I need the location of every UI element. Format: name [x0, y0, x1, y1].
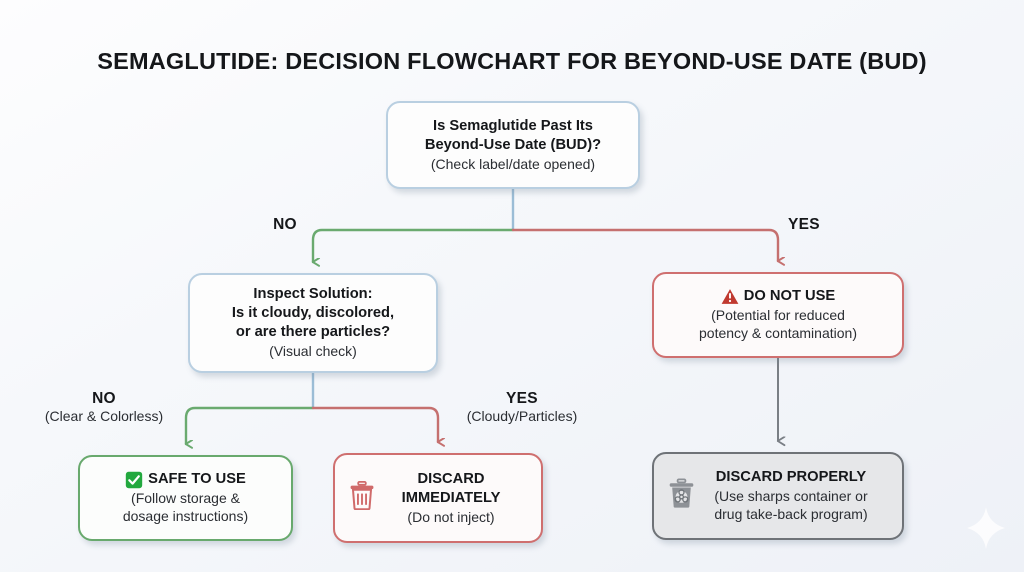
edge-label-inspect-no: NO (Clear & Colorless) [18, 390, 190, 424]
node-inspect-title-line2: Is it cloudy, discolored, [231, 305, 395, 322]
node-discard-immediately-title-line1: DISCARD [417, 470, 485, 487]
node-safe-to-use-title: SAFE TO USE [148, 471, 246, 488]
node-safe-to-use[interactable]: SAFE TO USE (Follow storage & dosage ins… [78, 455, 293, 541]
gray-biohazard-trash-icon [668, 478, 695, 514]
node-do-not-use-subtitle-line2: potency & contamination) [699, 324, 857, 341]
edge-label-bud-no-text: NO [273, 216, 297, 233]
edge-label-bud-yes-text: YES [788, 216, 820, 233]
edge-inspect-yes [311, 406, 438, 442]
node-inspect-subtitle: (Visual check) [269, 342, 357, 359]
node-bud-title: Is Semaglutide Past Its Beyond-Use Date … [425, 117, 601, 155]
node-bud-question[interactable]: Is Semaglutide Past Its Beyond-Use Date … [386, 101, 640, 189]
node-bud-title-line2: Beyond-Use Date (BUD)? [424, 136, 602, 153]
node-do-not-use-title-row: DO NOT USE [721, 287, 835, 306]
node-discard-immediately[interactable]: DISCARD IMMEDIATELY (Do not inject) [333, 453, 543, 543]
node-safe-to-use-title-row: SAFE TO USE [125, 470, 246, 489]
node-do-not-use-title: DO NOT USE [743, 288, 836, 305]
node-discard-properly-subtitle-line1: (Use sharps container or [714, 488, 868, 505]
node-do-not-use-subtitle-line1: (Potential for reduced [711, 307, 845, 324]
red-trash-can-icon [349, 480, 375, 515]
page-title: SEMAGLUTIDE: DECISION FLOWCHART FOR BEYO… [97, 48, 927, 74]
node-inspect-title-line1: Inspect Solution: [253, 286, 373, 303]
node-bud-subtitle: (Check label/date opened) [430, 155, 596, 172]
node-discard-properly-title: DISCARD PROPERLY [715, 469, 867, 486]
node-discard-properly[interactable]: DISCARD PROPERLY (Use sharps container o… [652, 452, 904, 540]
edge-label-inspect-yes-subtext: (Cloudy/Particles) [466, 408, 578, 424]
edge-label-inspect-yes-text: YES [506, 390, 538, 407]
node-discard-immediately-title: DISCARD IMMEDIATELY [402, 470, 501, 508]
edge-label-bud-yes: YES [762, 216, 846, 234]
edge-label-inspect-yes: YES (Cloudy/Particles) [438, 390, 606, 424]
edge-label-inspect-no-subtext: (Clear & Colorless) [44, 408, 164, 424]
node-safe-to-use-subtitle-line1: (Follow storage & [131, 490, 240, 507]
warning-triangle-icon [721, 288, 739, 305]
edge-label-inspect-no-text: NO [92, 390, 116, 407]
node-discard-properly-subtitle-line2: drug take-back program) [714, 505, 868, 522]
edge-inspect-no [184, 406, 315, 444]
node-discard-immediately-subtitle: (Do not inject) [407, 508, 495, 525]
four-point-sparkle-icon [966, 506, 1006, 555]
node-do-not-use[interactable]: DO NOT USE (Potential for reduced potenc… [652, 272, 904, 358]
node-bud-title-line1: Is Semaglutide Past Its [432, 117, 593, 134]
edge-bud-no [311, 228, 515, 262]
edge-bud-yes [511, 228, 778, 261]
node-safe-to-use-subtitle-line2: dosage instructions) [122, 507, 249, 524]
node-inspect-title-line3: or are there particles? [235, 324, 391, 341]
node-discard-immediately-title-line2: IMMEDIATELY [401, 489, 501, 506]
edge-label-bud-no: NO [243, 216, 327, 234]
green-check-box-icon [125, 471, 143, 489]
node-inspect-title: Inspect Solution: Is it cloudy, discolor… [232, 285, 394, 341]
node-inspect-solution[interactable]: Inspect Solution: Is it cloudy, discolor… [188, 273, 438, 373]
